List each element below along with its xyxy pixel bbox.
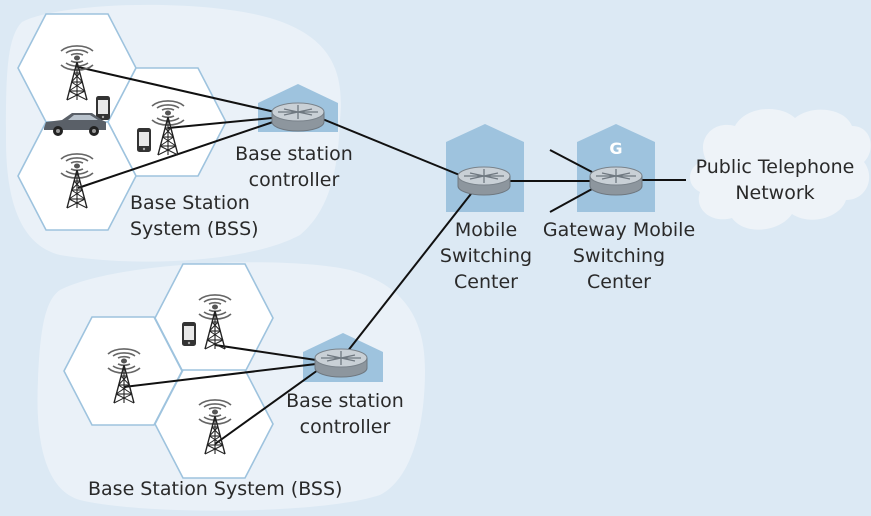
car-icon bbox=[44, 113, 106, 136]
msc-router-icon bbox=[457, 166, 511, 196]
gateway-badge: G bbox=[609, 139, 622, 158]
top-bsc-router-icon bbox=[271, 102, 325, 132]
pstn-label: Public Telephone Network bbox=[695, 156, 855, 204]
mobile-phone-icon bbox=[96, 96, 110, 120]
gmsc-router-icon bbox=[589, 166, 643, 196]
bottom-bsc-router-icon bbox=[314, 348, 368, 378]
mobile-phone-icon bbox=[137, 128, 151, 152]
msc-label: Mobile Switching Center bbox=[439, 219, 533, 293]
mobile-phone-icon bbox=[182, 322, 196, 346]
network-links bbox=[77, 66, 686, 445]
top-bss-label: Base Station System (BSS) bbox=[130, 192, 259, 240]
top-bsc-label: Base station controller bbox=[235, 143, 353, 191]
bottom-bsc-label: Base station controller bbox=[286, 390, 404, 438]
pstn-cloud bbox=[689, 108, 871, 230]
gmsc-label: Gateway Mobile Switching Center bbox=[542, 219, 696, 293]
bottom-bss-label: Base Station System (BSS) bbox=[88, 478, 343, 500]
